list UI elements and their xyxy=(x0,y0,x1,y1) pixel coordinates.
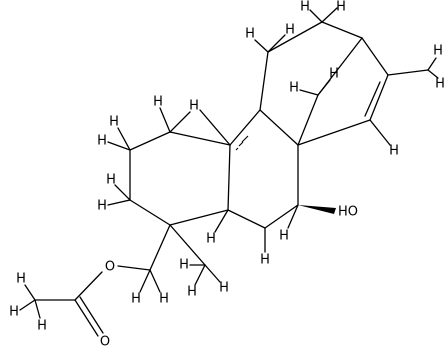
h-label: H xyxy=(37,319,47,334)
h-label: H xyxy=(159,292,169,307)
h-label: H xyxy=(219,281,229,296)
h-label: H xyxy=(245,27,255,42)
h-label: H xyxy=(329,67,339,82)
h-label: H xyxy=(131,292,141,307)
bond-c6 xyxy=(297,119,371,146)
h-label: H xyxy=(9,305,19,320)
hydrogen-stubs xyxy=(19,7,439,319)
bond-methyl-alkene xyxy=(387,69,429,76)
bond-carbonyl-o2 xyxy=(79,296,104,334)
bond-a1 xyxy=(169,131,231,146)
h-label: H xyxy=(206,232,216,247)
h-label: H xyxy=(289,81,299,96)
bond-a2 xyxy=(129,131,171,151)
h-label: H xyxy=(279,229,289,244)
bond-c10-methyl xyxy=(199,109,231,146)
bond-c2 xyxy=(267,21,323,53)
h-label: H xyxy=(260,253,270,268)
h-label: H xyxy=(109,115,119,130)
h-label: H xyxy=(300,0,310,15)
bond-c4 xyxy=(361,37,389,76)
atom-label-ester-oxygen: O xyxy=(105,260,115,275)
h-label: H xyxy=(389,144,399,159)
h-label: H xyxy=(106,173,116,188)
bond-c4-ch2 xyxy=(149,224,171,271)
bond-a4 xyxy=(129,199,171,226)
h-label: H xyxy=(97,199,107,214)
hash-2 xyxy=(238,141,244,147)
bond-b4 xyxy=(264,204,299,229)
stereo-hashes xyxy=(235,135,249,151)
stereo-wedges xyxy=(298,205,336,214)
h-label: H xyxy=(97,134,107,149)
h-label: H xyxy=(435,77,444,92)
bond-ch2-o xyxy=(117,265,151,271)
bond-c3 xyxy=(321,21,363,39)
h-label: H xyxy=(179,258,189,273)
h-label: H xyxy=(187,285,197,300)
bond-carbonyl-o1 xyxy=(74,299,99,337)
h-label: H xyxy=(285,23,295,38)
hash-3 xyxy=(241,135,249,143)
atom-label-hydroxyl: HO xyxy=(338,205,358,220)
bond-c5-double xyxy=(364,81,381,117)
bond-c1 xyxy=(259,51,269,111)
bond-a6 xyxy=(227,144,231,211)
bond-bridge1 xyxy=(297,94,319,146)
bond-skeleton xyxy=(34,21,429,337)
bond-b5 xyxy=(227,209,266,229)
bond-c5 xyxy=(369,74,389,121)
h-label: H xyxy=(153,95,163,110)
atom-labels: O O HO xyxy=(100,205,358,350)
bond-b2 xyxy=(259,109,299,146)
wedge-oh xyxy=(298,205,336,214)
atom-label-carbonyl-oxygen: O xyxy=(100,335,110,350)
h-label: H xyxy=(189,99,199,114)
h-label: H xyxy=(433,44,443,59)
h-label: H xyxy=(336,0,346,15)
h-label: H xyxy=(16,272,26,287)
hydrogen-labels: H H H H H H H H H H H H H H H H H H H H … xyxy=(9,0,444,334)
bond-a5 xyxy=(169,209,229,226)
bond-o-carbonyl xyxy=(74,271,103,301)
bond-c4-methyl xyxy=(169,224,206,266)
bond-b1 xyxy=(229,109,261,146)
hash-1 xyxy=(235,147,239,151)
